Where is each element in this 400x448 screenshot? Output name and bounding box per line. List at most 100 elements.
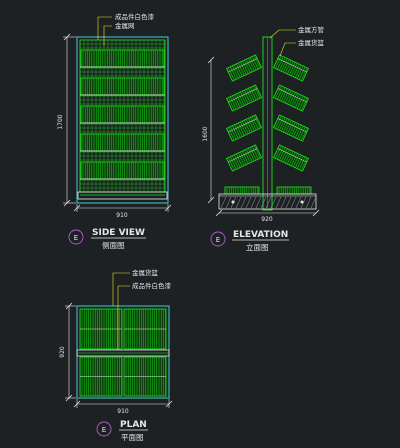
plan-leader-basket	[112, 272, 130, 306]
elevation-baskets	[224, 54, 312, 195]
elevation-basket-wire	[295, 154, 302, 168]
elevation-basket-body	[226, 84, 262, 112]
elevation-basket-wire	[295, 94, 302, 108]
elevation-basket-wire	[293, 154, 300, 167]
elevation-width-dim-text: 920	[261, 216, 273, 223]
elevation-basket-right	[273, 54, 309, 82]
elevation-basket-wire	[279, 117, 286, 131]
elevation-basket-wire	[287, 121, 294, 135]
elevation-basket-wire	[283, 119, 290, 133]
elevation-basket-rim	[228, 148, 258, 163]
plan-width-tick-right	[165, 400, 173, 408]
plan-baskets	[79, 308, 167, 397]
elevation-basket-wire	[275, 85, 282, 99]
elevation-basket-rim	[228, 58, 258, 73]
elevation-basket-wire	[295, 64, 302, 78]
elevation-basket-rim	[277, 88, 307, 103]
elevation-basket-wire	[248, 148, 255, 162]
elevation-basket-left	[226, 144, 262, 172]
elevation-base-bolt-left	[231, 200, 235, 204]
plan-basket-bottom-left	[79, 356, 123, 397]
elevation-basket-wire	[281, 58, 288, 72]
elevation-basket-wire	[283, 59, 290, 73]
elevation-basket-wire	[277, 146, 284, 160]
elevation-basket-wire	[246, 59, 253, 72]
elevation-basket-wire	[232, 125, 239, 139]
elevation-base-hatch-line	[260, 196, 267, 209]
side-height-tick-bottom	[63, 199, 71, 207]
elevation-base-hatch-line	[295, 196, 302, 209]
elevation-basket-right	[273, 114, 309, 142]
elevation-basket-wire	[228, 97, 235, 111]
plan-basket-top-right	[123, 308, 167, 350]
side-annotation-mesh: 金属网	[115, 21, 135, 30]
elevation-height-dim-text: 1600	[202, 126, 209, 141]
elevation-basket-wire	[244, 90, 251, 103]
elevation-basket-rim	[277, 148, 307, 163]
elevation-basket-wire	[299, 156, 306, 170]
elevation-basket-wire	[230, 156, 237, 170]
plan-height-tick-top	[65, 302, 73, 310]
elevation-basket-wire	[240, 61, 247, 75]
elevation-basket-wire	[232, 65, 239, 79]
elevation-basket-wire	[277, 56, 284, 70]
elevation-basket-wire	[252, 116, 259, 130]
plan-section-marker	[96, 421, 112, 437]
elevation-basket-wire	[238, 62, 245, 76]
elevation-basket-wire	[242, 120, 249, 134]
elevation-basket-wire	[283, 149, 290, 163]
elevation-leader-tube	[269, 29, 296, 39]
elevation-section-marker	[210, 231, 226, 247]
elevation-basket-wire	[254, 85, 261, 99]
elevation-basket-wire	[228, 127, 235, 141]
side-leader-mesh	[103, 25, 112, 46]
elevation-basket-wire	[228, 67, 235, 81]
elevation-basket-wire	[301, 67, 308, 81]
side-shelf	[80, 161, 165, 180]
elevation-base-hatch-line	[235, 196, 242, 209]
elevation-basket-wire	[248, 118, 255, 132]
elevation-basket-wire	[250, 147, 257, 161]
elevation-width-tick-right	[312, 209, 320, 217]
side-view-subtitle: 侧面图	[102, 240, 125, 250]
elevation-basket-wire	[228, 157, 235, 171]
elevation-basket-wire	[252, 86, 259, 100]
elevation-basket-wire	[250, 87, 257, 101]
elevation-basket-wire	[234, 94, 241, 108]
elevation-basket-wire	[252, 56, 259, 70]
elevation-basket-wire	[291, 123, 298, 136]
side-shelf	[80, 133, 165, 152]
elevation-basket-body	[226, 54, 262, 82]
elevation-bottom-basket-right	[276, 186, 312, 195]
plan-annotation-paint: 成品件白色漆	[132, 281, 172, 290]
elevation-basket-wire	[250, 117, 257, 131]
elevation-basket-wire	[287, 91, 294, 105]
elevation-basket-wire	[281, 88, 288, 102]
elevation-basket-wire	[297, 65, 304, 79]
elevation-base-hatch-line	[225, 196, 232, 209]
elevation-basket-wire	[297, 95, 304, 109]
elevation-height-tick-bottom	[207, 196, 215, 204]
side-width-dim-text: 910	[116, 212, 128, 219]
elevation-basket-wire	[279, 57, 286, 71]
elevation-basket-body	[226, 114, 262, 142]
elevation-basket-wire	[291, 153, 298, 166]
side-height-tick-top	[63, 33, 71, 41]
side-section-marker	[68, 229, 84, 245]
elevation-bottom-basket-body	[224, 186, 260, 195]
elevation-basket-wire	[287, 151, 294, 165]
elevation-basket-wire	[291, 93, 298, 106]
elevation-basket-wire	[283, 89, 290, 103]
elevation-basket-wire	[277, 116, 284, 130]
elevation-basket-wire	[230, 66, 237, 80]
elevation-basket-wire	[232, 95, 239, 109]
elevation-basket-body	[273, 54, 309, 82]
elevation-basket-wire	[230, 126, 237, 140]
side-shelves	[80, 49, 165, 180]
elevation-basket-wire	[236, 123, 243, 137]
elevation-basket-wire	[240, 151, 247, 165]
elevation-basket-wire	[236, 63, 243, 77]
elevation-basket-wire	[242, 150, 249, 164]
elevation-basket-body	[273, 144, 309, 172]
plan-marker-letter: E	[102, 426, 106, 434]
